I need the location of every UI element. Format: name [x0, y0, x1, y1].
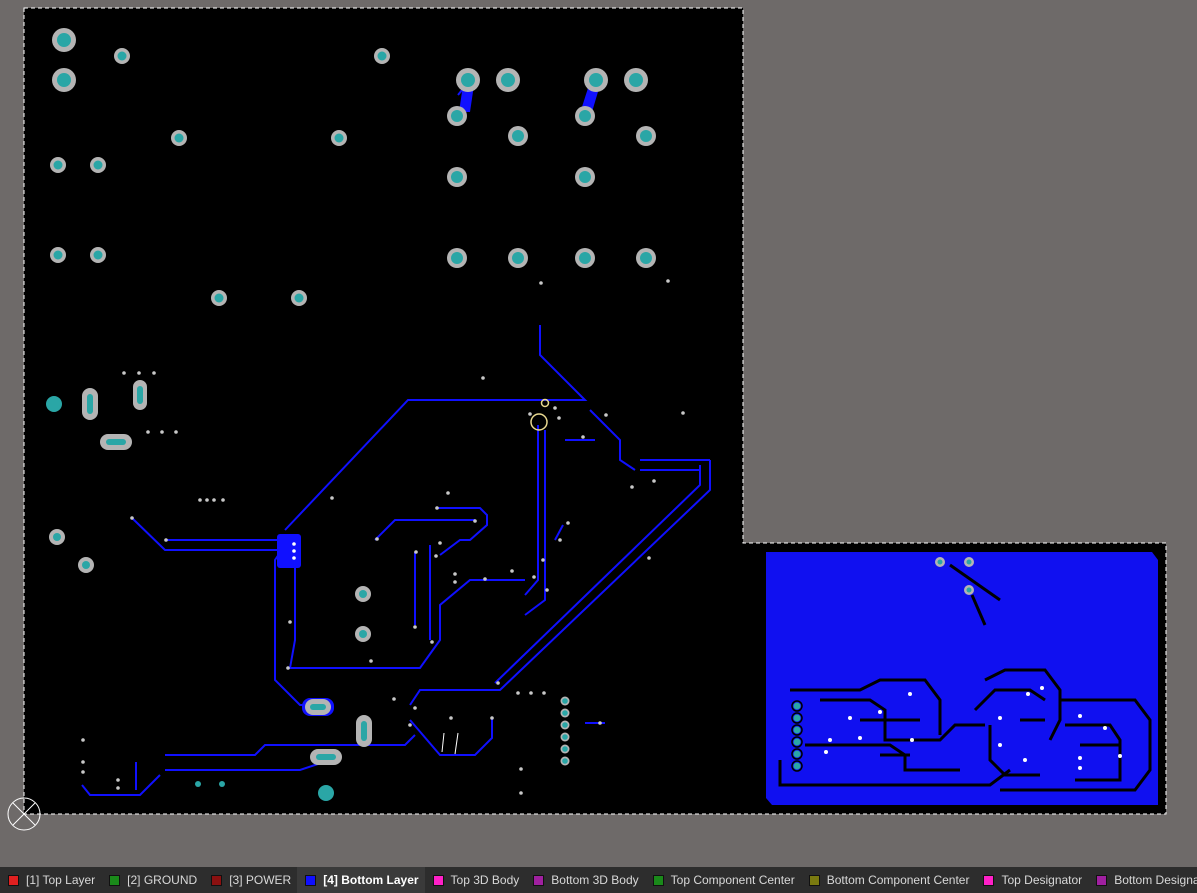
layer-tab-label: [2] GROUND [127, 873, 198, 887]
layer-tab-label: [1] Top Layer [26, 873, 96, 887]
layer-tab-4[interactable]: Top 3D Body [425, 867, 526, 893]
layer-tab-label: Bottom 3D Body [551, 873, 639, 887]
pcb-canvas[interactable] [0, 0, 1197, 867]
layer-tab-8[interactable]: Top Designator [975, 867, 1088, 893]
origin-crosshair-icon [7, 797, 41, 831]
layer-color-swatch [983, 874, 995, 886]
layer-tab-label: Bottom Component Center [826, 873, 970, 887]
layer-tab-7[interactable]: Bottom Component Center [801, 867, 976, 893]
selected-via[interactable] [530, 398, 550, 431]
layer-tab-5[interactable]: Bottom 3D Body [525, 867, 644, 893]
through-hole-pads[interactable] [46, 28, 656, 801]
layer-tab-0[interactable]: [1] Top Layer [0, 867, 101, 893]
layer-tab-label: Top Component Center [670, 873, 795, 887]
copper-pour-region[interactable] [766, 552, 1158, 805]
layer-tab-label: [3] POWER [229, 873, 292, 887]
layer-color-swatch [305, 874, 317, 886]
layer-color-swatch [109, 874, 121, 886]
layer-color-swatch [432, 874, 444, 886]
layer-color-swatch [1096, 874, 1108, 886]
layer-tab-1[interactable]: [2] GROUND [101, 867, 203, 893]
vias[interactable] [81, 279, 685, 795]
layer-tab-label: Bottom Designator [1114, 873, 1197, 887]
layer-tab-2[interactable]: [3] POWER [203, 867, 297, 893]
layer-tab-label: [4] Bottom Layer [323, 873, 419, 887]
layer-tab-6[interactable]: Top Component Center [645, 867, 801, 893]
layer-tab-label: Top 3D Body [450, 873, 520, 887]
layer-tab-bar: [1] Top Layer [2] GROUND [3] POWER [4] Bott… [0, 867, 1197, 893]
layer-color-swatch [8, 874, 19, 886]
layer-color-swatch [652, 874, 664, 886]
layer-color-swatch [808, 874, 820, 886]
layer-tab-9[interactable]: Bottom Designator [1088, 867, 1197, 893]
layer-tab-3[interactable]: [4] Bottom Layer [297, 867, 425, 893]
pcb-board-view[interactable] [0, 0, 1197, 867]
layer-color-swatch [533, 874, 545, 886]
layer-color-swatch [211, 874, 223, 886]
layer-tab-label: Top Designator [1001, 873, 1083, 887]
